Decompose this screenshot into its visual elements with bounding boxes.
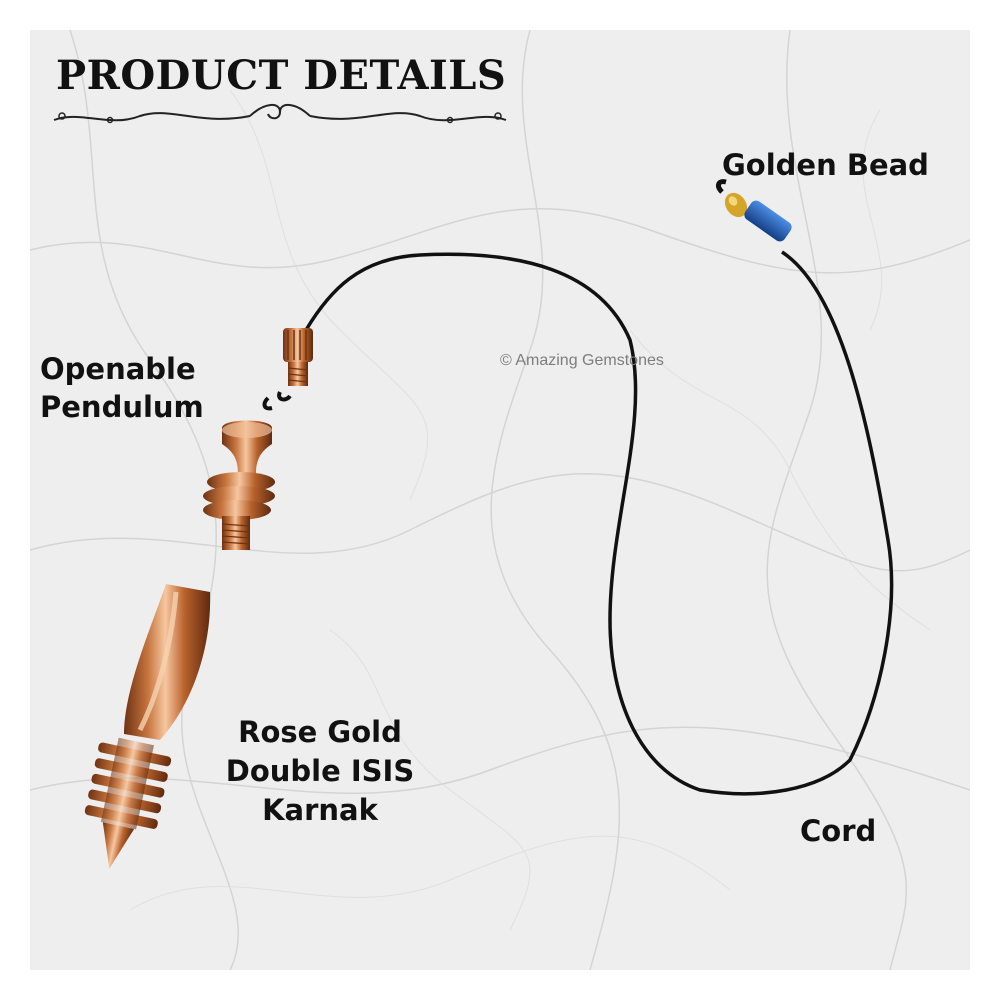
- heading: PRODUCT DETAILS: [50, 50, 510, 130]
- label-golden-bead: Golden Bead: [722, 148, 929, 182]
- label-openable-pendulum-line1: Openable: [40, 352, 196, 386]
- cord: [304, 250, 894, 796]
- label-cord: Cord: [800, 814, 877, 848]
- marble-background: [30, 30, 970, 970]
- page-title: PRODUCT DETAILS: [56, 52, 507, 99]
- golden-bead: [716, 179, 748, 218]
- pendulum-middle: [203, 420, 275, 550]
- watermark: © Amazing Gemstones: [500, 352, 664, 369]
- title-flourish: [53, 104, 507, 124]
- label-product-name-line1: Rose Gold: [238, 715, 402, 749]
- label-product-name-line3: Karnak: [262, 793, 378, 827]
- label-openable-pendulum-line2: Pendulum: [40, 390, 204, 424]
- pendulum-body: [84, 584, 211, 869]
- image-frame: [30, 30, 970, 970]
- pendulum-cap: [262, 328, 313, 411]
- cord-sleeve: [744, 200, 792, 242]
- label-product-name-line2: Double ISIS: [225, 754, 415, 788]
